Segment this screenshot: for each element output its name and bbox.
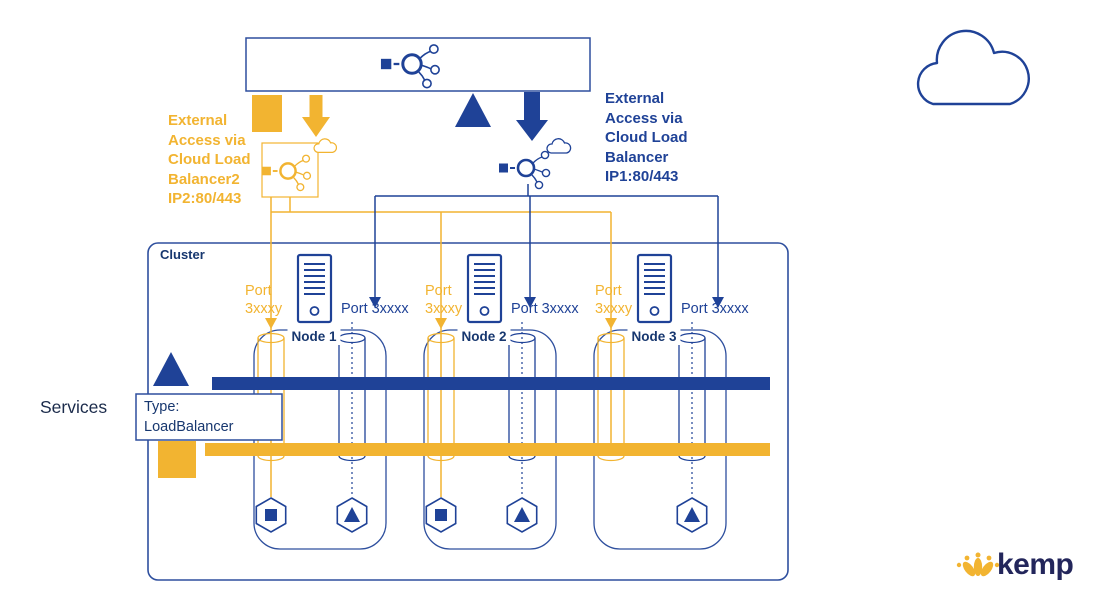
cloud-icon-small-blue <box>546 138 572 154</box>
cluster-label: Cluster <box>160 247 205 262</box>
text-line: External <box>605 90 665 107</box>
yellow-down-arrow <box>302 95 330 137</box>
text-line: Cloud Load <box>168 151 251 168</box>
text-line: Access via <box>605 109 683 127</box>
blue-down-arrow <box>516 92 548 141</box>
node3-server-icon <box>636 253 673 324</box>
text-line: 3xxxy <box>595 300 633 317</box>
top-load-balancer-box <box>245 37 591 92</box>
node3-pod-triangle-hexagon <box>676 497 708 533</box>
pod-links-dotted <box>351 322 693 497</box>
text-line: 3xxxy <box>245 300 283 317</box>
text-line: IP2:80/443 <box>168 190 242 207</box>
load-balancer-icon-top <box>379 43 441 90</box>
node1-pod-triangle-hexagon <box>336 497 368 533</box>
services-label: Services <box>40 397 108 417</box>
yellow-arrowheads <box>265 318 617 329</box>
node2-port-left-label: Port 3xxxy <box>425 283 462 318</box>
text-line: Balancer <box>605 148 669 166</box>
text-line: Access via <box>168 131 246 149</box>
yellow-lb-box <box>261 142 319 198</box>
node1-port-right-label: Port 3xxxx <box>341 301 409 317</box>
node3-port-left-label: Port 3xxxy <box>595 283 632 318</box>
blue-service-bar <box>212 377 770 390</box>
text-line: Cloud Load <box>605 129 688 146</box>
node2-pod-triangle-hexagon <box>506 497 538 533</box>
text-line: LoadBalancer <box>144 418 234 435</box>
text-line: Port <box>245 283 272 299</box>
text-line: Port <box>595 283 622 299</box>
text-line: Port <box>425 283 452 299</box>
text-line: External <box>168 112 228 129</box>
kemp-logo-text: kemp <box>997 548 1074 581</box>
node3-port-right-label: Port 3xxxx <box>681 301 749 317</box>
blue-connector-lines <box>374 184 719 297</box>
node2-server-icon <box>466 253 503 324</box>
cloud-icon-small-yellow <box>313 138 338 154</box>
text-line: 3xxxy <box>425 300 463 317</box>
node3-name-label: Node 3 <box>627 329 681 345</box>
yellow-service-bar <box>205 443 770 456</box>
text-line: Type: <box>144 399 180 415</box>
node2-port-right-label: Port 3xxxx <box>511 301 579 317</box>
yellow-ingress-square <box>252 95 282 132</box>
type-loadbalancer-box <box>135 393 283 441</box>
type-loadbalancer-label: Type: LoadBalancer <box>144 398 234 437</box>
node1-pod-square-hexagon <box>255 497 287 533</box>
blue-service-triangle <box>153 352 189 386</box>
node1-server-icon <box>296 253 333 324</box>
external-access-right-label: External Access via Cloud Load Balancer … <box>605 89 688 187</box>
node1-name-label: Node 1 <box>287 329 341 345</box>
yellow-service-square <box>158 441 196 478</box>
node2-pod-square-hexagon <box>425 497 457 533</box>
text-line: IP1:80/443 <box>605 168 679 185</box>
external-access-left-label: External Access via Cloud Load Balancer2… <box>168 111 251 209</box>
kemp-logo-icon <box>956 552 1000 577</box>
cloud-icon-large <box>916 29 1030 106</box>
load-balancer-icon-blue <box>497 150 551 190</box>
blue-arrowheads <box>369 297 724 308</box>
blue-up-triangle <box>455 93 491 127</box>
text-line: Balancer2 <box>168 170 240 188</box>
node1-port-left-label: Port 3xxxy <box>245 283 282 318</box>
node2-name-label: Node 2 <box>457 329 511 345</box>
